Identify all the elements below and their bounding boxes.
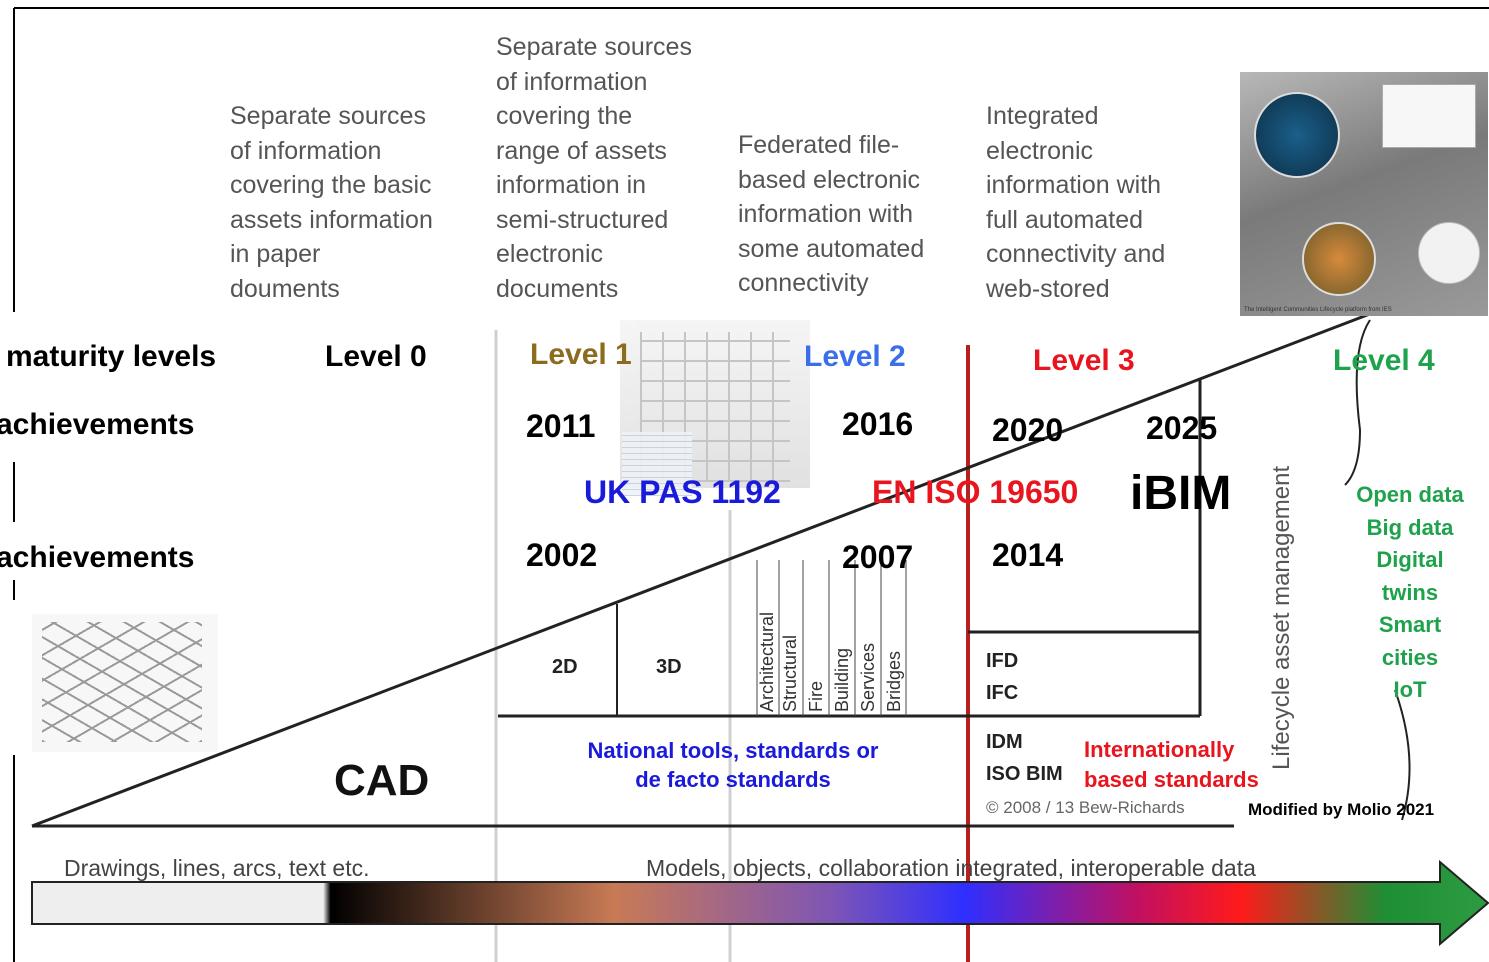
level-0-label: Level 0 <box>325 340 427 373</box>
level4-item: Open data <box>1356 482 1464 507</box>
level4-item: Digital <box>1376 547 1444 572</box>
level-2-label: Level 2 <box>804 340 906 373</box>
level4-item: Smart <box>1378 612 1442 637</box>
level3-description: Integrated electronic information with f… <box>986 102 1166 303</box>
year-2016: 2016 <box>842 406 914 442</box>
uk-pas-1192: UK PAS 1192 <box>584 474 781 510</box>
cell-idm: IDM <box>986 731 1023 753</box>
label-services: Services <box>858 642 878 712</box>
ies-platform-image: The Intelligent Communities Lifecycle pl… <box>1240 72 1488 316</box>
level0-description: Separate sources of information covering… <box>230 102 433 303</box>
map-circle-blue <box>1254 92 1340 178</box>
row-label-achievements-top: achievements <box>0 408 195 441</box>
modified-by-note: Modified by Molio 2021 <box>1248 800 1435 819</box>
map-circle-orange <box>1302 222 1376 296</box>
level4-list: Open data Big data Digital twins Smart c… <box>1330 479 1489 707</box>
label-architectural: Architectural <box>757 611 777 712</box>
row-label-maturity-levels: maturity levels <box>6 340 217 373</box>
year-2020: 2020 <box>992 412 1064 448</box>
cell-iso-bim: ISO BIM <box>986 763 1063 785</box>
spreadsheet-image <box>622 432 692 496</box>
cell-ifd: IFD <box>986 650 1019 672</box>
ibim-label: iBIM <box>1130 467 1232 520</box>
level4-item: twins <box>1381 579 1439 605</box>
international-standards-label: Internationally based standards <box>1084 737 1259 792</box>
floor-plan-walls <box>42 622 202 742</box>
bottom-right-caption: Models, objects, collaboration integrate… <box>646 855 1256 881</box>
label-fire: Fire <box>806 681 826 712</box>
year-2014: 2014 <box>992 537 1064 573</box>
level4-item: Big data <box>1366 514 1454 540</box>
level-3-label: Level 3 <box>1033 344 1135 377</box>
label-bridges: Bridges <box>884 650 904 712</box>
year-2002: 2002 <box>526 537 598 573</box>
copyright-note: © 2008 / 13 Bew-Richards <box>986 798 1185 817</box>
year-2025: 2025 <box>1146 410 1218 446</box>
level1-description: Separate sources of information covering… <box>496 33 692 303</box>
dashboard-panel <box>1382 84 1476 148</box>
label-building: Building <box>832 647 852 712</box>
cad-label: CAD <box>334 756 430 805</box>
label-structural: Structural <box>780 634 800 712</box>
lifecycle-asset-management-label: Lifecycle asset management <box>1268 465 1295 770</box>
year-2007: 2007 <box>842 539 914 575</box>
floor-plan-image <box>32 614 218 752</box>
map-circle-white <box>1418 222 1480 284</box>
level2-description: Federated file- based electronic informa… <box>738 131 925 297</box>
level4-item: cities <box>1381 644 1439 670</box>
en-iso-19650: EN ISO 19650 <box>872 474 1079 510</box>
year-2011: 2011 <box>526 408 596 444</box>
ies-caption: The Intelligent Communities Lifecycle pl… <box>1244 307 1392 313</box>
row-label-achievements-bottom: achievements <box>0 541 195 574</box>
cell-ifc: IFC <box>986 682 1019 704</box>
bottom-left-caption: Drawings, lines, arcs, text etc. <box>64 855 370 881</box>
cell-2d: 2D <box>552 656 578 678</box>
level-1-label: Level 1 <box>530 338 632 371</box>
cell-3d: 3D <box>656 656 682 678</box>
national-standards-label: National tools, standards or de facto st… <box>587 738 879 792</box>
level4-item: IoT <box>1393 677 1427 702</box>
level-4-label: Level 4 <box>1333 344 1435 377</box>
